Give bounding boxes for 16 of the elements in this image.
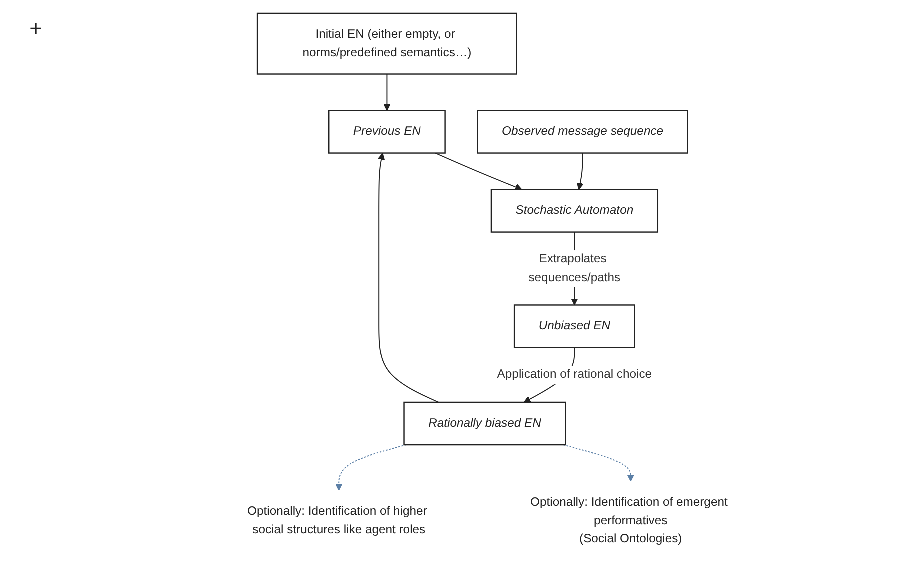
edge-label: Extrapolates sequences/paths <box>528 252 621 284</box>
node-text: Optionally: Identification of higher social structures like agent roles <box>248 504 428 536</box>
node-box: Observed message sequence <box>477 110 688 154</box>
arrow <box>435 152 522 191</box>
node-box: Rationally biased EN <box>404 402 566 446</box>
node-text: Optionally: Identification of emergent performatives (Social Ontologies) <box>530 495 728 546</box>
node-box: Previous EN <box>328 110 446 154</box>
arrow <box>384 74 391 112</box>
node-box: Stochastic Automaton <box>490 189 658 233</box>
edge-label: Application of rational choice <box>497 368 652 382</box>
node-box: Initial EN (either empty, or norms/predefined semantics…) <box>256 12 518 75</box>
arrow <box>378 152 440 403</box>
arrow <box>563 444 634 482</box>
junction-label: + <box>30 16 42 42</box>
node-box: Unbiased EN <box>514 304 636 348</box>
arrow <box>576 152 584 190</box>
